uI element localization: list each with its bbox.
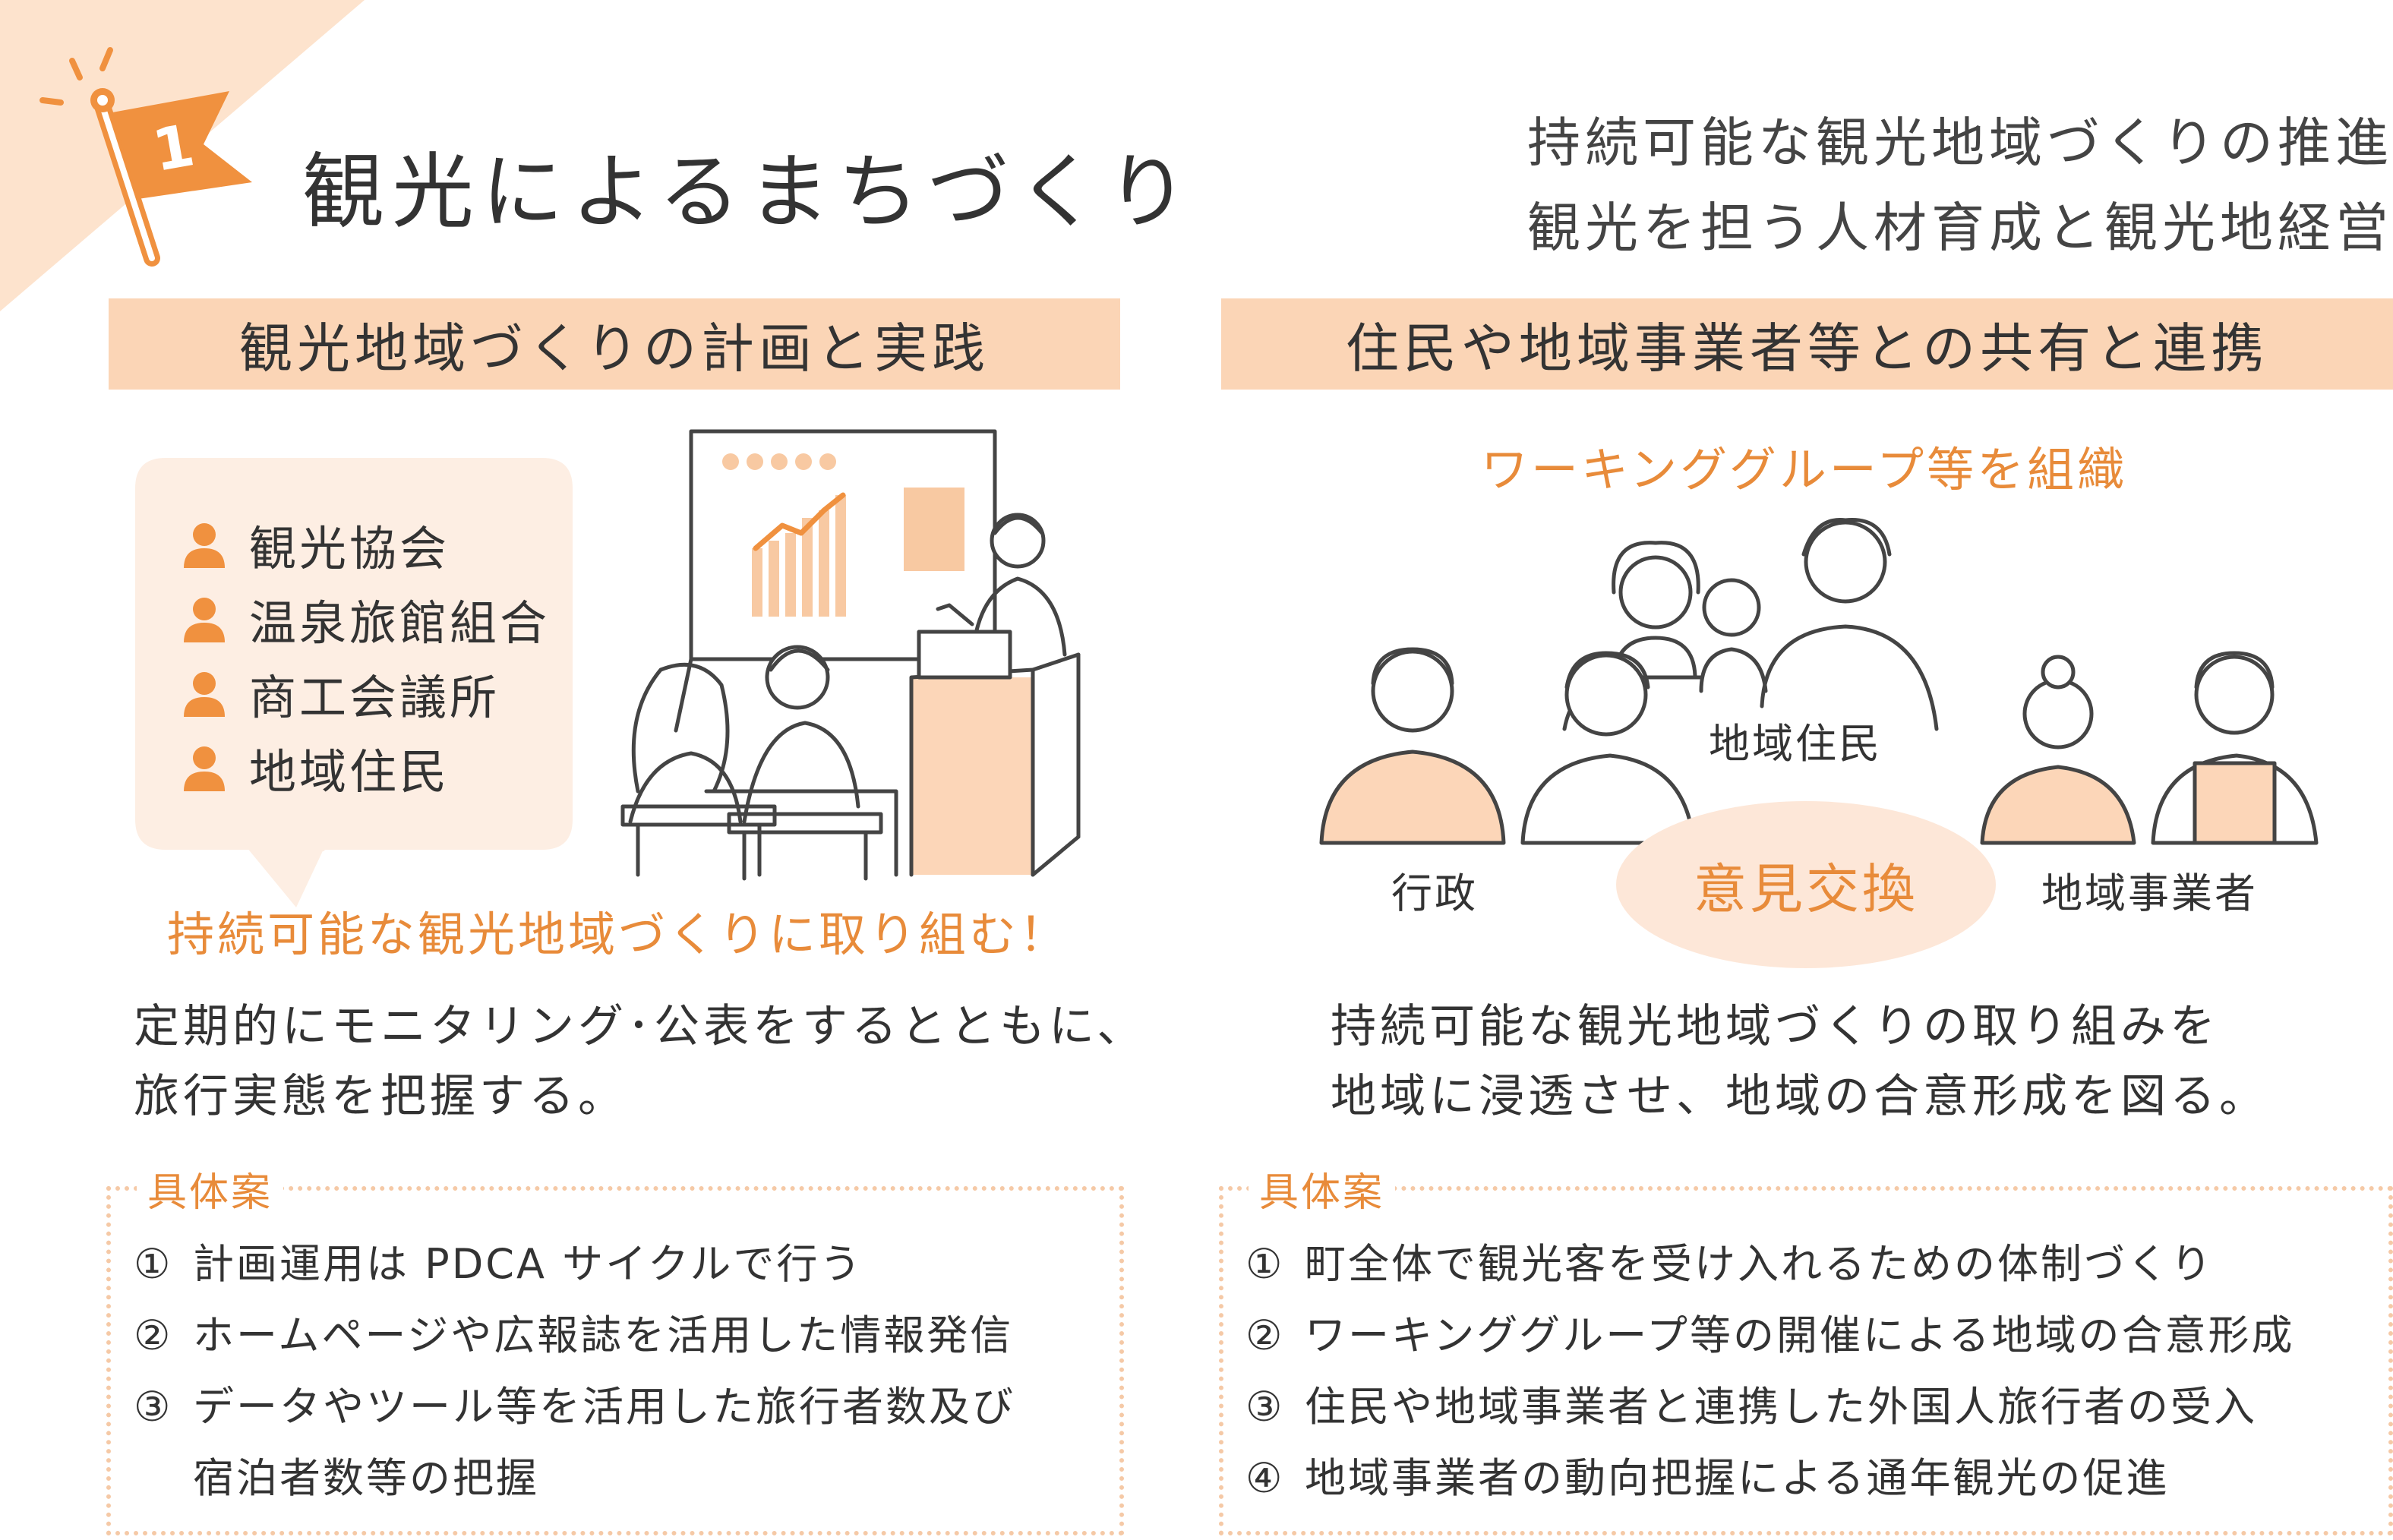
- plan-number: ①: [134, 1240, 173, 1288]
- plan-text: 町全体で観光客を受け入れるための体制づくり: [1305, 1240, 2214, 1288]
- plan-text: 地域事業者の動向把握による通年観光の促進: [1305, 1454, 2170, 1502]
- plan-text: データやツール等を活用した旅行者数及び: [193, 1383, 1015, 1431]
- right-body-line-2: 地域に浸透させ、地域の合意形成を図る。: [1331, 1070, 2268, 1123]
- organization-item: 温泉旅館組合: [179, 582, 550, 656]
- person-icon: [184, 672, 225, 717]
- section-title-left: 観光地域づくりの計画と実践: [109, 298, 1120, 390]
- plan-number: ②: [134, 1311, 173, 1359]
- plan-number: ③: [1245, 1383, 1285, 1431]
- organization-item: 観光協会: [179, 507, 550, 582]
- section-title-right: 住民や地域事業者等との共有と連携: [1221, 298, 2393, 390]
- plan-item: ① 計画運用は PDCA サイクルで行う: [134, 1229, 1015, 1300]
- plan-text: 住民や地域事業者と連携した外国人旅行者の受入: [1305, 1383, 2257, 1431]
- speech-bubble-tail: [243, 843, 327, 907]
- label-government: 行政: [1391, 869, 1478, 917]
- plan-item: ① 町全体で観光客を受け入れるための体制づくり: [1245, 1229, 2294, 1300]
- plan-text: ホームページや広報誌を活用した情報発信: [193, 1311, 1014, 1359]
- organization-item: 商工会議所: [179, 656, 550, 731]
- presentation-illustration: [620, 429, 1081, 881]
- plan-item: ④ 地域事業者の動向把握による通年観光の促進: [1245, 1443, 2294, 1514]
- plan-box-label-right: 具体案: [1249, 1160, 1396, 1217]
- left-body-line-1: 定期的にモニタリング･公表をするとともに、: [134, 1000, 1147, 1053]
- plan-text: 宿泊者数等の把握: [193, 1454, 539, 1502]
- plan-item: ② ホームページや広報誌を活用した情報発信: [134, 1300, 1015, 1371]
- plan-number: [134, 1443, 193, 1514]
- plan-item: 宿泊者数等の把握: [134, 1443, 1015, 1514]
- organization-label: 地域住民: [249, 744, 450, 800]
- plan-number: ②: [1245, 1311, 1285, 1359]
- person-icon: [184, 598, 225, 642]
- organization-item: 地域住民: [179, 731, 550, 805]
- left-slogan: 持続可能な観光地域づくりに取り組む！: [167, 907, 1070, 962]
- plan-item: ③ データやツール等を活用した旅行者数及び: [134, 1371, 1015, 1443]
- organization-label: 温泉旅館組合: [249, 595, 551, 651]
- plan-text: 計画運用は PDCA サイクルで行う: [193, 1240, 863, 1288]
- plan-list-right: ① 町全体で観光客を受け入れるための体制づくり ② ワーキンググループ等の開催による…: [1245, 1229, 2294, 1514]
- plan-item: ③ 住民や地域事業者と連携した外国人旅行者の受入: [1245, 1371, 2294, 1443]
- page-title: 観光によるまちづくり: [302, 145, 1196, 240]
- plan-number: ④: [1245, 1454, 1285, 1502]
- plan-list-left: ① 計画運用は PDCA サイクルで行う ② ホームページや広報誌を活用した情報発信…: [134, 1229, 1015, 1514]
- organization-label: 商工会議所: [249, 670, 500, 725]
- subtitle-line-2: 観光を担う人材育成と観光地経営: [1527, 197, 2393, 259]
- flag-icon: 1: [30, 30, 273, 273]
- left-body-line-2: 旅行実態を把握する。: [134, 1070, 627, 1123]
- plan-box-right: [1219, 1186, 2393, 1535]
- organization-list: 観光協会 温泉旅館組合 商工会議所 地域住民: [179, 507, 550, 805]
- right-body-line-1: 持続可能な観光地域づくりの取り組みを: [1331, 1000, 2219, 1053]
- community-illustration: [1319, 518, 2319, 845]
- exchange-badge: 意見交換: [1616, 801, 1996, 968]
- plan-box-left: [106, 1186, 1124, 1535]
- person-icon: [184, 746, 225, 791]
- subtitle-line-1: 持続可能な観光地域づくりの推進: [1527, 112, 2393, 174]
- plan-number: ①: [1245, 1240, 1285, 1288]
- right-body: 持続可能な観光地域づくりの取り組みを 地域に浸透させ、地域の合意形成を図る。: [1331, 992, 2268, 1131]
- plan-text: ワーキンググループ等の開催による地域の合意形成: [1305, 1311, 2295, 1359]
- label-residents: 地域住民: [1709, 720, 1882, 768]
- plan-box-label-left: 具体案: [137, 1160, 284, 1217]
- working-group-title: ワーキンググループ等を組織: [1481, 442, 2128, 497]
- plan-item: ② ワーキンググループ等の開催による地域の合意形成: [1245, 1300, 2294, 1371]
- person-icon: [184, 523, 225, 568]
- left-body: 定期的にモニタリング･公表をするとともに、 旅行実態を把握する。: [134, 992, 1146, 1131]
- plan-number: ③: [134, 1383, 173, 1431]
- speech-bubble: [135, 458, 573, 851]
- label-business: 地域事業者: [2041, 869, 2258, 917]
- organization-label: 観光協会: [249, 521, 450, 576]
